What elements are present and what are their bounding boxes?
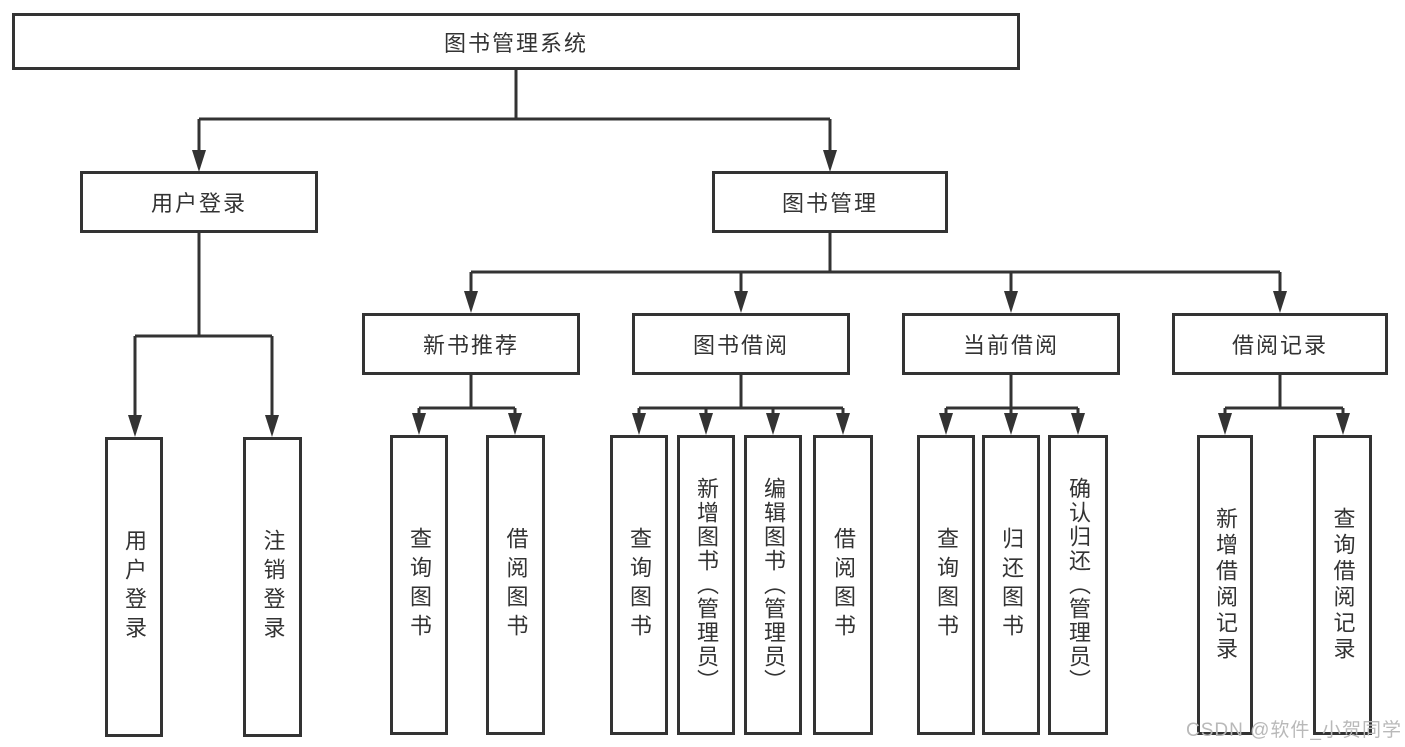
leaf-edit-books-admin-label: 编辑图书（管理员） — [761, 477, 786, 693]
node-user-login: 用户登录 — [80, 171, 318, 233]
leaf-user-login: 用户登录 — [105, 437, 163, 737]
leaf-borrow-books: 借阅图书 — [813, 435, 873, 735]
arrowhead — [1336, 413, 1350, 435]
arrowhead — [836, 413, 850, 435]
arrowhead — [412, 413, 426, 435]
node-new-book-recommend-label: 新书推荐 — [422, 333, 519, 358]
arrowhead — [823, 150, 837, 172]
arrowhead — [128, 415, 142, 437]
node-new-book-recommend: 新书推荐 — [362, 313, 580, 375]
leaf-borrow-books-recommend-label: 借阅图书 — [503, 527, 529, 643]
leaf-confirm-return-admin-label: 确认归还（管理员） — [1066, 477, 1091, 693]
leaf-query-books-current: 查询图书 — [917, 435, 975, 735]
arrowhead — [734, 291, 748, 313]
leaf-logout-label: 注销登录 — [260, 529, 286, 645]
leaf-logout: 注销登录 — [243, 437, 302, 737]
connector-borrow-records-branch — [1223, 375, 1345, 415]
node-current-borrow: 当前借阅 — [902, 313, 1120, 375]
connector-book-management-branch — [469, 233, 1282, 293]
arrowhead — [632, 413, 646, 435]
leaf-query-books-borrow: 查询图书 — [610, 435, 668, 735]
leaf-add-borrow-record: 新增借阅记录 — [1197, 435, 1253, 735]
arrowhead — [1218, 413, 1232, 435]
leaf-query-borrow-record-label: 查询借阅记录 — [1330, 507, 1356, 663]
node-root-system: 图书管理系统 — [12, 13, 1020, 70]
arrowhead — [939, 413, 953, 435]
arrowhead — [192, 150, 206, 172]
connector-current-borrow-branch — [944, 375, 1080, 415]
leaf-add-borrow-record-label: 新增借阅记录 — [1213, 507, 1238, 663]
leaf-query-borrow-record: 查询借阅记录 — [1313, 435, 1372, 735]
leaf-edit-books-admin: 编辑图书（管理员） — [744, 435, 802, 735]
connector-new-book-branch — [417, 375, 517, 415]
node-current-borrow-label: 当前借阅 — [962, 333, 1059, 358]
node-book-borrow-label: 图书借阅 — [692, 333, 789, 358]
node-book-management: 图书管理 — [712, 171, 948, 233]
arrowhead — [699, 413, 713, 435]
leaf-borrow-books-recommend: 借阅图书 — [486, 435, 545, 735]
leaf-add-books-admin: 新增图书（管理员） — [677, 435, 735, 735]
leaf-return-books: 归还图书 — [982, 435, 1040, 735]
arrowhead — [1273, 291, 1287, 313]
node-borrow-records-label: 借阅记录 — [1231, 333, 1328, 358]
connector-book-borrow-branch — [637, 375, 845, 415]
node-borrow-records: 借阅记录 — [1172, 313, 1388, 375]
leaf-query-books-borrow-label: 查询图书 — [627, 527, 652, 643]
arrowhead — [1004, 413, 1018, 435]
leaf-confirm-return-admin: 确认归还（管理员） — [1048, 435, 1108, 735]
arrowhead — [464, 291, 478, 313]
node-book-management-label: 图书管理 — [781, 191, 878, 216]
leaf-borrow-books-label: 借阅图书 — [831, 527, 856, 643]
leaf-return-books-label: 归还图书 — [999, 527, 1024, 643]
arrowhead — [766, 413, 780, 435]
node-root-label: 图书管理系统 — [443, 30, 588, 56]
node-book-borrow: 图书借阅 — [632, 313, 850, 375]
connector-root-to-level2 — [197, 70, 832, 152]
leaf-user-login-label: 用户登录 — [122, 529, 147, 645]
leaf-query-books-recommend-label: 查询图书 — [407, 527, 432, 643]
arrowhead — [508, 413, 522, 435]
arrowhead — [265, 415, 279, 437]
leaf-query-books-current-label: 查询图书 — [934, 527, 959, 643]
arrowhead — [1071, 413, 1085, 435]
csdn-watermark: CSDN @软件_小贺同学 — [1186, 720, 1402, 741]
connector-user-login-branch — [133, 233, 274, 417]
leaf-query-books-recommend: 查询图书 — [390, 435, 448, 735]
arrowhead — [1004, 291, 1018, 313]
leaf-add-books-admin-label: 新增图书（管理员） — [694, 477, 719, 693]
node-user-login-label: 用户登录 — [150, 191, 247, 216]
